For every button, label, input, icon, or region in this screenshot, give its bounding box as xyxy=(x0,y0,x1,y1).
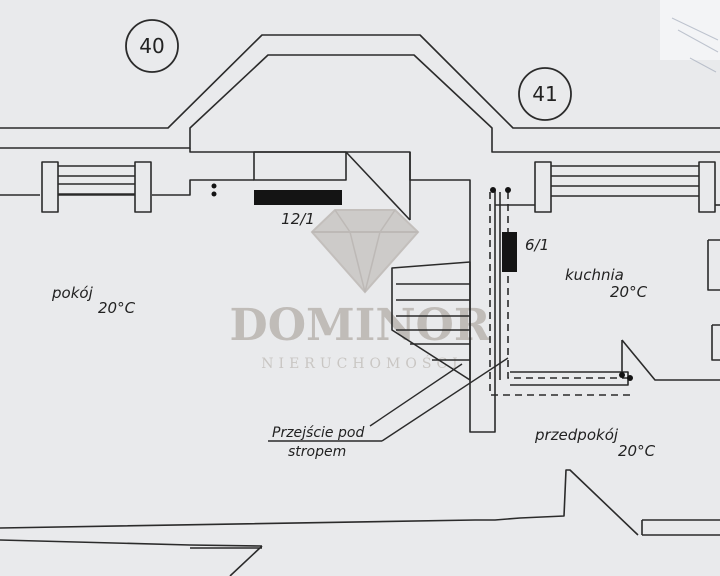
bay-inner-frame xyxy=(189,148,496,433)
radiator-upper-label: 12/1 xyxy=(281,210,315,228)
annotation-line-2: stropem xyxy=(288,444,346,460)
room-przedpokoj-temp: 20°C xyxy=(618,442,656,460)
passage-annotation: Przejście pod stropem xyxy=(268,357,509,460)
watermark: DOMINOR NIERUCHOMOŚCI xyxy=(230,209,491,372)
staircase xyxy=(391,261,471,381)
radiator-kitchen-label: 6/1 xyxy=(525,236,549,254)
radiator-upper xyxy=(254,190,342,205)
room-pokoj-temp: 20°C xyxy=(98,299,136,317)
room-number-41-label: 41 xyxy=(532,82,557,106)
lower-wall-line xyxy=(0,469,720,536)
valve-dot xyxy=(211,183,217,189)
kitchen-right-unit xyxy=(707,239,720,361)
window-left xyxy=(41,161,152,213)
window-right xyxy=(495,161,720,213)
valve-dot xyxy=(211,191,217,197)
watermark-brand: DOMINOR xyxy=(230,300,491,351)
partition-wall-left xyxy=(0,179,254,196)
room-kuchnia-temp: 20°C xyxy=(610,283,648,301)
door-swing xyxy=(345,151,411,221)
diamond-logo xyxy=(310,209,420,294)
watermark-sub: NIERUCHOMOŚCI xyxy=(261,354,462,372)
room-number-41: 41 xyxy=(518,67,572,121)
upper-wall-line xyxy=(0,34,720,129)
lower-wall-line-2 xyxy=(0,539,263,576)
room-przedpokoj-name: przedpokój xyxy=(534,426,619,444)
radiator-kitchen xyxy=(502,232,517,272)
room-number-40-label: 40 xyxy=(139,34,164,58)
paper-corner-highlight xyxy=(660,0,720,60)
room-kuchnia-name: kuchnia xyxy=(565,266,624,284)
annotation-line-1: Przejście pod xyxy=(272,425,364,441)
room-number-40: 40 xyxy=(125,19,179,73)
room-pokoj-name: pokój xyxy=(51,284,94,302)
paper-marks xyxy=(671,17,719,73)
upper-wall-line-inner xyxy=(0,54,720,153)
wall-block xyxy=(253,151,347,181)
